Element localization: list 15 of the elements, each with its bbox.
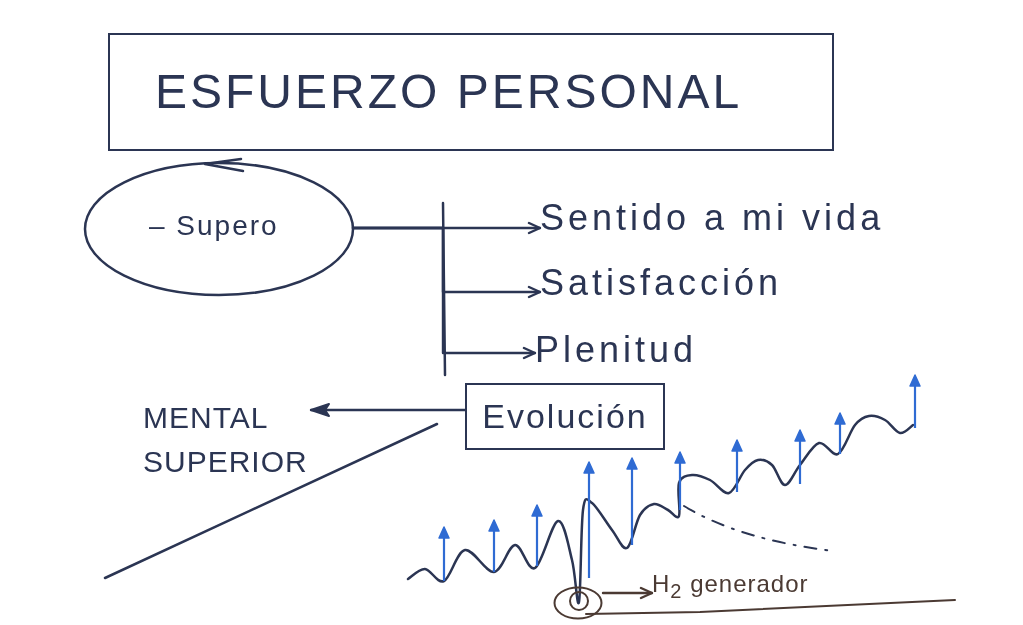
arrow	[601, 586, 654, 600]
node-label: – Supero	[149, 209, 279, 243]
label-text: Sentido a mi vida	[540, 196, 885, 240]
label-text: Plenitud	[535, 328, 698, 372]
oval-shape	[83, 157, 355, 297]
arrow	[309, 403, 467, 417]
title-text: ESFUERZO PERSONAL	[155, 64, 743, 121]
label-text: H$_{2}$ generador	[652, 570, 809, 605]
title-box	[108, 33, 834, 151]
process-box	[465, 383, 665, 450]
arrow	[351, 226, 537, 360]
label-text: Satisfacción	[540, 261, 783, 305]
box-label: Evolución	[482, 396, 648, 437]
circle-shape	[553, 586, 603, 620]
label-text: MENTAL SUPERIOR	[143, 396, 311, 483]
